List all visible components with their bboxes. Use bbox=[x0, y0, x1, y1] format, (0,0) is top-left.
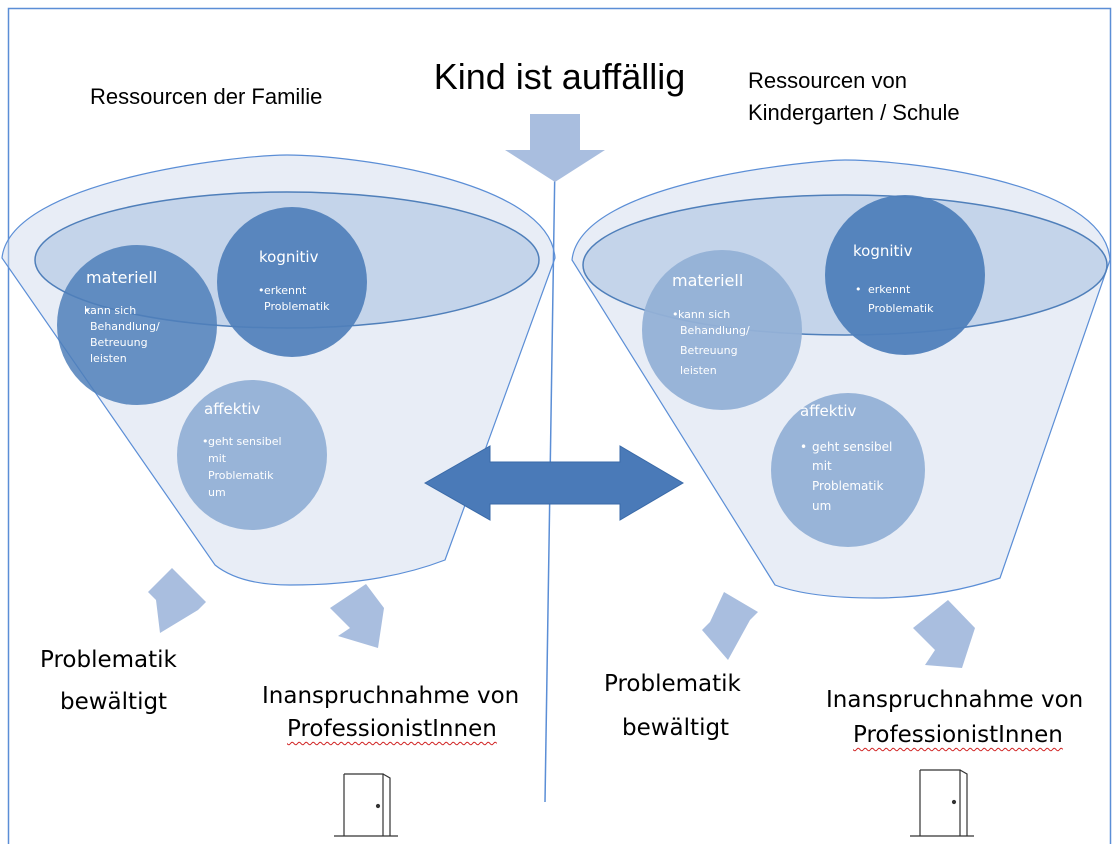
right-affektiv-item: um bbox=[812, 499, 831, 513]
left-kognitiv-label: kognitiv bbox=[259, 248, 319, 266]
left-materiell-item: Betreuung bbox=[90, 336, 148, 349]
left-circle-kognitiv bbox=[217, 207, 367, 357]
right-affektiv-item: geht sensibel bbox=[812, 440, 892, 454]
left-outcome-bewaeltigt: bewältigt bbox=[60, 689, 168, 715]
right-affektiv-item: Problematik bbox=[812, 479, 883, 493]
right-kognitiv-item: Problematik bbox=[868, 302, 934, 315]
right-kognitiv-item: erkennt bbox=[868, 283, 911, 296]
left-funnel: materiell kann sich Behandlung/ Betreuun… bbox=[1, 154, 556, 586]
right-funnel: materiell • kann sich Behandlung/ Betreu… bbox=[571, 159, 1111, 599]
right-kognitiv-bullet: • bbox=[855, 283, 862, 296]
left-kognitiv-bullet: • bbox=[258, 284, 265, 297]
right-affektiv-label: affektiv bbox=[800, 402, 856, 420]
right-circle-affektiv bbox=[771, 393, 925, 547]
door-icon bbox=[334, 773, 398, 837]
left-outcome-arrows bbox=[148, 568, 384, 648]
diagram-frame bbox=[7, 7, 1112, 844]
right-outcome-bewaeltigt: bewältigt bbox=[622, 715, 730, 741]
left-affektiv-item: geht sensibel bbox=[208, 435, 282, 448]
left-affektiv-item: mit bbox=[208, 452, 227, 465]
left-circle-affektiv bbox=[177, 380, 327, 530]
arrow-down-right-icon bbox=[330, 584, 384, 648]
left-affektiv-item: Problematik bbox=[208, 469, 274, 482]
left-outcome-problematik: Problematik bbox=[40, 647, 177, 673]
left-materiell-item: kann sich bbox=[84, 304, 136, 317]
left-circle-materiell bbox=[57, 245, 217, 405]
right-materiell-item: kann sich bbox=[678, 308, 730, 321]
left-kognitiv-item: erkennt bbox=[264, 284, 307, 297]
right-kognitiv-label: kognitiv bbox=[853, 242, 913, 260]
right-affektiv-bullet: • bbox=[800, 440, 807, 454]
left-materiell-item: Behandlung/ bbox=[90, 320, 160, 333]
left-materiell-item: leisten bbox=[90, 352, 127, 365]
right-outcome-arrows bbox=[702, 592, 975, 668]
double-arrow-icon bbox=[423, 445, 684, 521]
arrow-down-left-icon bbox=[148, 568, 206, 633]
right-outcome-professionistinnen: ProfessionistInnen bbox=[853, 722, 1063, 748]
right-materiell-item: leisten bbox=[680, 364, 717, 377]
right-materiell-item: Betreuung bbox=[680, 344, 738, 357]
right-affektiv-item: mit bbox=[812, 459, 832, 473]
left-affektiv-label: affektiv bbox=[204, 400, 260, 418]
door-icon bbox=[910, 769, 974, 837]
right-circle-kognitiv bbox=[825, 195, 985, 355]
left-outcome-professionistinnen: ProfessionistInnen bbox=[287, 716, 497, 742]
right-materiell-bullet: • bbox=[672, 308, 679, 321]
left-materiell-bullet: • bbox=[84, 304, 91, 317]
left-kognitiv-item: Problematik bbox=[264, 300, 330, 313]
left-materiell-label: materiell bbox=[86, 268, 157, 287]
diagram-title: Kind ist auffällig bbox=[433, 56, 686, 97]
right-outcome-inanspruchnahme: Inanspruchnahme von bbox=[826, 687, 1084, 713]
arrow-down-left-icon bbox=[702, 592, 758, 660]
left-affektiv-bullet: • bbox=[202, 435, 209, 448]
right-materiell-label: materiell bbox=[672, 271, 743, 290]
right-heading-line-1: Ressourcen von bbox=[748, 68, 907, 93]
right-materiell-item: Behandlung/ bbox=[680, 324, 750, 337]
left-outcome-inanspruchnahme: Inanspruchnahme von bbox=[262, 683, 520, 709]
arrow-down-right-icon bbox=[913, 600, 975, 668]
down-arrow-icon bbox=[505, 114, 605, 182]
right-outcome-problematik: Problematik bbox=[604, 671, 741, 697]
right-heading-line-2: Kindergarten / Schule bbox=[748, 100, 960, 125]
left-affektiv-item: um bbox=[208, 486, 226, 499]
right-circle-materiell bbox=[642, 250, 802, 410]
left-heading: Ressourcen der Familie bbox=[90, 84, 323, 109]
